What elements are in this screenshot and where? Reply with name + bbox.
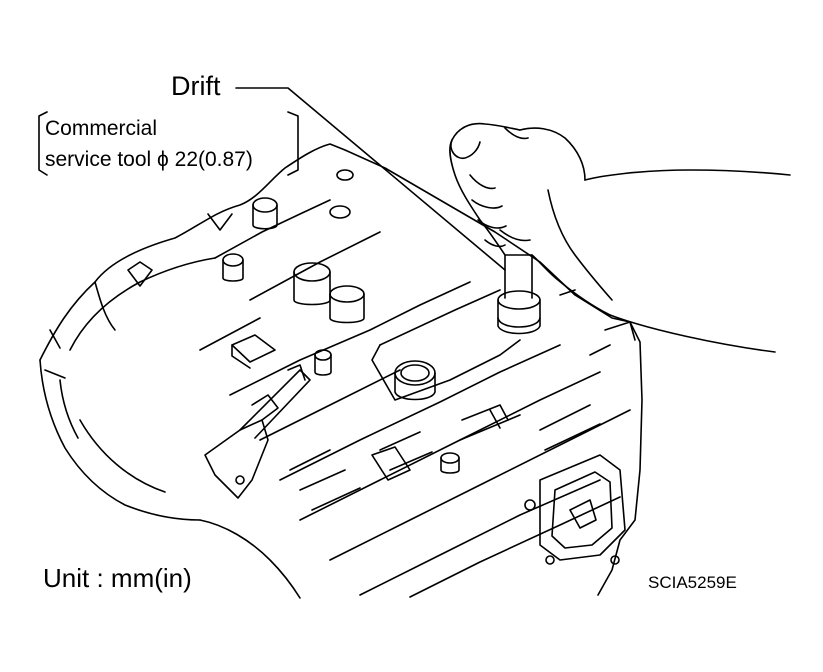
- tool-bracket: [38, 111, 299, 176]
- unit-label: Unit : mm(in): [43, 563, 192, 593]
- tool-label-line1: Commercial: [45, 117, 158, 140]
- drift-leader-line: [235, 87, 506, 271]
- tool-label-line2: service tool ϕ 22(0.87): [45, 148, 253, 171]
- figure-code: SCIA5259E: [648, 573, 737, 592]
- case-bosses: [222, 169, 460, 474]
- case-ribs: [289, 404, 601, 511]
- transaxle-case: [39, 143, 643, 599]
- bearing-bore: [371, 289, 521, 401]
- hand: [449, 122, 791, 353]
- case-flange: [524, 289, 636, 565]
- retaining-plate: [204, 334, 311, 499]
- drift-tool: [497, 254, 541, 335]
- drift-label: Drift: [171, 71, 221, 101]
